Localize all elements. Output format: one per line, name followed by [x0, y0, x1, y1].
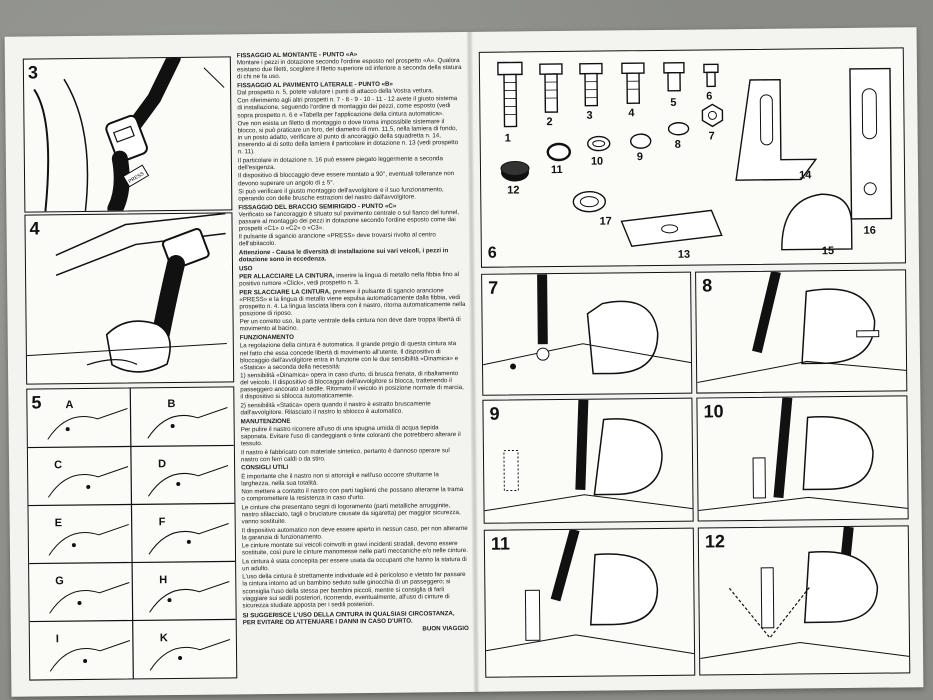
buckle-insert-illustration: PRESS	[33, 57, 225, 212]
panel-step-6-parts: 6 1 2 3 4 5 6 7 8 9 10 11 12 13 14 15 16…	[478, 47, 906, 268]
retractor-mount-illustration	[482, 274, 692, 375]
retractor-mount-illustration	[485, 528, 695, 655]
retractor-mount-illustration	[697, 270, 907, 384]
parts-illustration	[497, 61, 893, 251]
paragraph: Per pulire il nastro ricorrere all'uso d…	[240, 424, 461, 448]
part-label-9: 9	[636, 151, 644, 164]
part-label-11: 11	[550, 163, 563, 177]
retractor-mount-illustration	[698, 397, 908, 512]
step-number: 3	[27, 62, 39, 83]
instructions-text: FISSAGGIO AL MONTANTE - PUNTO «A» Montar…	[237, 50, 470, 678]
grid-letter-d: D	[157, 458, 167, 471]
part-label-8: 8	[674, 138, 681, 151]
paragraph: Si può verificare il giusto montaggio de…	[238, 186, 444, 203]
section-body: Dal prospetto n. 5, potete valutare i pu…	[237, 87, 434, 97]
right-illustrations: 6 1 2 3 4 5 6 7 8 9 10 11 12 13 14 15 16…	[478, 47, 911, 678]
part-label-7: 7	[708, 130, 715, 143]
paragraph: Ove non esista un filetto di montaggio o…	[237, 118, 459, 156]
part-label-17: 17	[599, 215, 612, 228]
grid-letter-f: F	[158, 516, 166, 529]
part-label-12: 12	[507, 184, 520, 197]
instruction-sheet: 3 PRESS 4	[4, 27, 924, 697]
paragraph: È importante che il nastro non si attorc…	[241, 471, 439, 488]
step-number: 5	[31, 392, 42, 413]
part-label-1: 1	[504, 132, 511, 145]
section-body: Verificato se l'ancoraggio è situato sul…	[238, 208, 460, 233]
paragraph: Per un corretto uso, la parte ventrale d…	[239, 316, 461, 333]
panel-step-8: 8	[695, 269, 908, 394]
paragraph: Il particolare in dotazione n. 16 può es…	[237, 155, 443, 172]
grid-letter-i: I	[55, 633, 60, 646]
grid-letter-b: B	[167, 398, 176, 411]
part-label-15: 15	[821, 245, 835, 258]
paragraph: 2) sensibilità «Statica» opera quando il…	[240, 400, 431, 417]
paragraph: Le cinture che presentano segni di logor…	[241, 502, 461, 526]
paragraph: Il dispositivo di bloccaggio deve essere…	[238, 170, 455, 187]
step-number: 7	[488, 277, 499, 298]
panel-step-11: 11	[483, 527, 696, 678]
step-number: 4	[29, 218, 40, 239]
panel-step-7: 7	[481, 271, 693, 396]
grid-letter-e: E	[54, 517, 63, 530]
paragraph: Il nastro è fabbricato con materiale sin…	[240, 446, 450, 464]
step-number: 12	[704, 531, 726, 552]
part-label-5: 5	[670, 96, 677, 109]
part-label-2: 2	[546, 116, 553, 129]
part-label-3: 3	[586, 109, 593, 122]
attention-note: Attenzione - Causa le diversità di insta…	[238, 247, 449, 264]
retractor-mount-illustration	[484, 399, 693, 512]
panel-step-10: 10	[696, 395, 909, 522]
paragraph: La regolazione della cintura è automatic…	[239, 340, 459, 372]
grid-letter-h: H	[159, 574, 168, 587]
anchor-point-grid	[27, 388, 236, 679]
part-label-13: 13	[677, 248, 691, 261]
paragraph: La cintura è stata concepita per essere …	[242, 555, 467, 573]
panel-step-5-anchor-grid: 5	[26, 386, 238, 681]
paragraph: Il pulsante di sgancio arancione «PRESS»…	[238, 231, 436, 248]
panel-step-3: 3 PRESS	[22, 56, 233, 213]
paragraph: Non mettere a contatto il nastro con par…	[241, 486, 464, 503]
retractor-mount-illustration	[700, 526, 910, 660]
grid-letter-c: C	[53, 459, 63, 472]
signoff: BUON VIAGGIO	[422, 625, 469, 633]
part-label-4: 4	[628, 107, 635, 120]
section-body: Montare i pezzi in dotazione secondo l'o…	[236, 57, 462, 81]
paragraph: 1) sensibilità «Dinamica» opera in caso …	[240, 370, 464, 401]
left-illustrations: 3 PRESS 4	[22, 56, 238, 681]
page-fold	[466, 31, 480, 692]
step-number: 10	[703, 401, 724, 422]
grid-letter-k: K	[159, 632, 168, 645]
paragraph: Le cinture montate sui veicoli coinvolti…	[241, 540, 468, 557]
buckle-release-illustration	[26, 213, 227, 373]
part-label-14: 14	[799, 169, 812, 182]
paragraph: L'uso della cintura è strettamente indiv…	[242, 571, 466, 610]
paragraph: Con riferimento agli altri prospetti n. …	[237, 95, 458, 119]
paragraph: Il dispositivo automatico non deve esser…	[241, 524, 468, 542]
step-number: 8	[702, 275, 713, 296]
part-label-10: 10	[590, 155, 604, 168]
step-number: 6	[487, 244, 497, 262]
closing-advice: SI SUGGERISCE L'USO DELLA CINTURA IN QUA…	[242, 609, 455, 627]
panel-step-9: 9	[482, 397, 694, 524]
part-label-16: 16	[863, 224, 876, 237]
step-number: 9	[489, 403, 500, 424]
panel-step-12: 12	[697, 525, 911, 676]
panel-step-4: 4	[24, 212, 235, 385]
part-label-6: 6	[706, 90, 713, 103]
grid-letter-g: G	[55, 575, 64, 588]
step-number: 11	[490, 533, 511, 554]
grid-letter-a: A	[65, 399, 74, 412]
